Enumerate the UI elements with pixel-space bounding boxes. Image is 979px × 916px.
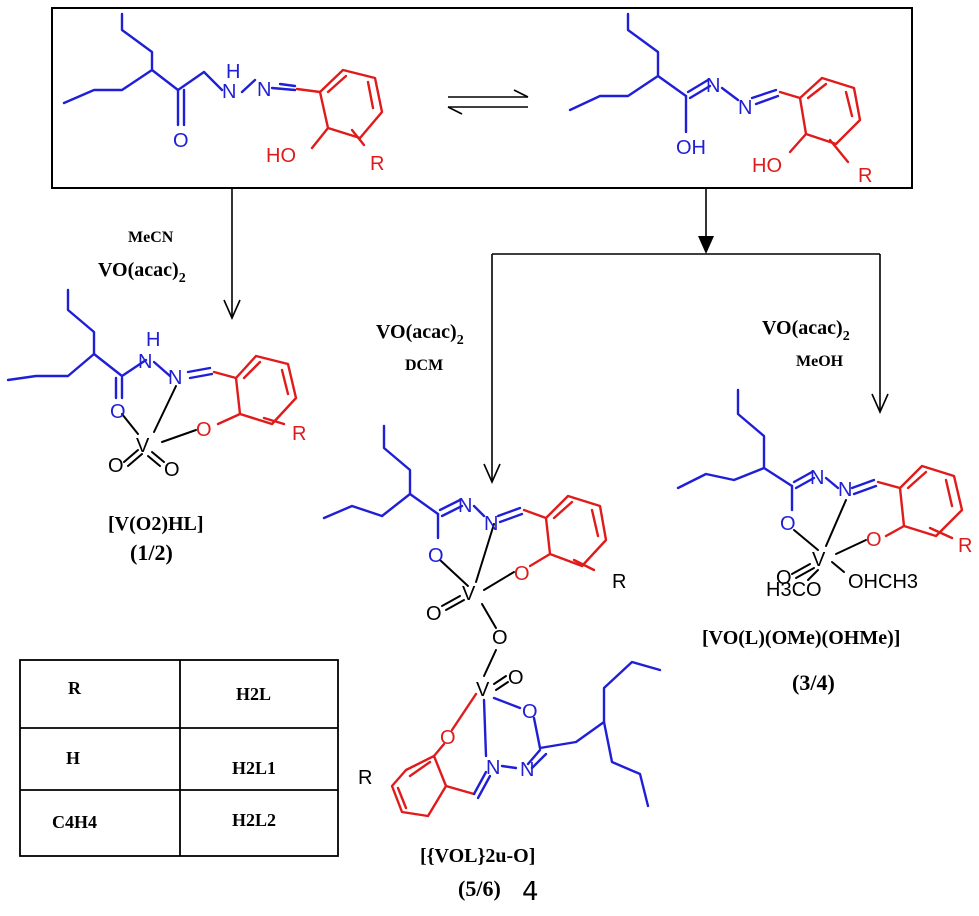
atom-o: O [196,419,212,441]
middle-reagent: VO(acac)2 [376,321,464,348]
atom-o: O [522,701,538,723]
atom-r: R [858,165,872,187]
atom-o: O [776,567,792,589]
product-3-4-label: [VO(L)(OMe)(OHMe)] [702,627,900,649]
product-1-2-number: (1/2) [130,540,173,565]
atom-o: O [514,563,530,585]
atom-o: O [866,529,882,551]
atom-n: N [168,367,182,389]
table-cell: H2L1 [232,758,276,778]
atom-n: N [486,757,500,779]
table-cell: C4H4 [52,812,97,832]
atom-r: R [958,535,972,557]
table-cell: H2L2 [232,810,276,830]
atom-o: O [426,603,442,625]
atom-n: N [484,513,498,535]
product-5-6-extra: 4 [522,877,539,907]
atom-o: O [110,401,126,423]
table-header-r: R [68,678,82,698]
enol-tautomer: N N OH HO R [568,12,872,187]
equilibrium-arrows [447,89,529,115]
atom-r: R [292,423,306,445]
atom-n: N [706,75,720,97]
atom-n: N [810,467,824,489]
atom-o: O [164,459,180,481]
reaction-arrows [223,188,889,484]
table-cell: H [66,748,80,768]
atom-o: O [780,513,796,535]
product-1-2-label: [V(O2)HL] [108,513,204,535]
atom-oh: OH [676,137,706,159]
atom-n: N [838,479,852,501]
keto-tautomer: H N N O HO R [62,12,384,175]
atom-o: O [508,667,524,689]
ligand-table: R H2L H H2L1 C4H4 H2L2 [19,659,339,857]
product-3-4: N N O V O O H3CO OHCH3 R [676,388,972,601]
product-1-2: H N N O V O O O R [6,288,306,481]
left-reagent: VO(acac)2 [98,259,186,286]
atom-r: R [612,571,626,593]
atom-v: V [476,679,490,701]
left-solvent: MeCN [128,229,174,246]
atom-r: R [358,767,372,789]
atom-v: V [812,549,826,571]
atom-o: O [492,627,508,649]
product-5-6-number: (5/6) [458,876,501,901]
table-header-ligand: H2L [236,684,271,704]
atom-n: N [138,351,152,373]
right-reagent: VO(acac)2 [762,317,850,344]
atom-h3co: H3CO [766,579,822,601]
atom-n: N [520,759,534,781]
atom-o: O [173,130,189,152]
atom-n: N [222,81,236,103]
atom-o: O [428,545,444,567]
atom-n: N [738,97,752,119]
middle-solvent: DCM [405,357,443,374]
right-solvent: MeOH [796,353,844,370]
atom-o: O [108,455,124,477]
atom-h: H [226,61,240,83]
product-5-6-label: [{VOL}2u-O] [420,845,535,867]
product-3-4-number: (3/4) [792,670,835,695]
atom-ho: HO [266,145,296,167]
atom-n: N [257,79,271,101]
atom-ohch3: OHCH3 [848,571,918,593]
atom-ho: HO [752,155,782,177]
atom-v: V [136,435,150,457]
atom-r: R [370,153,384,175]
atom-v: V [462,583,476,605]
atom-n: N [458,495,472,517]
tautomer-box [51,7,913,189]
atom-h: H [146,329,160,351]
product-5-6: N N O V O O O V O O O N N R R [322,424,662,818]
atom-o: O [440,727,456,749]
